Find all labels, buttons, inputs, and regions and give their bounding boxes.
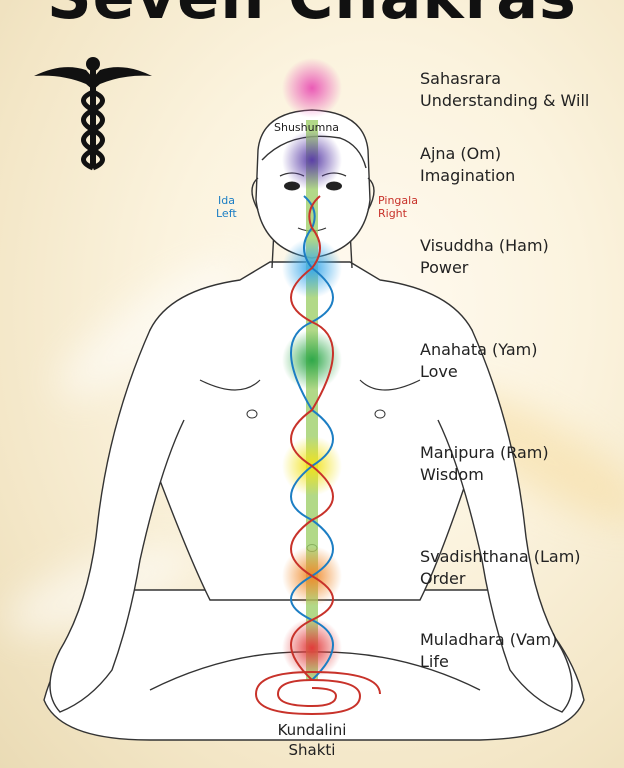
chakra-name: Ajna (Om) — [420, 144, 502, 163]
chakra-quality: Life — [420, 652, 449, 671]
chakra-name: Anahata (Yam) — [420, 340, 538, 359]
chakra-label: Svadishthana (Lam) Order — [420, 546, 581, 590]
chest-line — [199, 379, 421, 391]
kundalini-label: Kundalini Shakti — [0, 720, 624, 760]
ida-label: Ida — [218, 194, 235, 207]
chakra-name: Muladhara (Vam) — [420, 630, 558, 649]
chakra-label: Ajna (Om) Imagination — [420, 143, 515, 187]
chakra-name: Svadishthana (Lam) — [420, 547, 581, 566]
pingala-sub-label: Right — [378, 207, 407, 220]
chakra-label: Visuddha (Ham) Power — [420, 235, 549, 279]
chakra-anahata — [282, 330, 342, 390]
right-nipple — [374, 409, 386, 419]
chakra-quality: Order — [420, 569, 466, 588]
chakra-name: Sahasrara — [420, 69, 502, 88]
chakra-quality: Power — [420, 258, 469, 277]
chakra-quality: Imagination — [420, 166, 516, 185]
chakra-label: Sahasrara Understanding & Will — [420, 68, 589, 112]
chakra-quality: Understanding & Will — [420, 91, 590, 110]
ida-channel — [290, 195, 334, 681]
chakra-ajna — [282, 130, 342, 190]
kundalini-text: Kundalini — [277, 721, 347, 739]
shakti-text: Shakti — [288, 741, 336, 759]
pingala-channel — [290, 195, 334, 681]
kundalini-spiral — [254, 670, 381, 716]
chakra-sahasrara — [282, 58, 342, 118]
hair — [261, 135, 367, 169]
chakra-label: Anahata (Yam) Love — [420, 339, 537, 383]
chakra-label: Manipura (Ram) Wisdom — [420, 442, 549, 486]
chakra-name: Visuddha (Ham) — [420, 236, 549, 255]
chakra-name: Manipura (Ram) — [420, 443, 549, 462]
caduceus-icon — [34, 57, 152, 171]
left-nipple — [246, 409, 258, 419]
shushumna-label: Shushumna — [274, 121, 340, 134]
pingala-label: Pingala — [378, 194, 418, 207]
chakra-quality: Love — [420, 362, 458, 381]
ida-sub-label: Left — [216, 207, 237, 220]
page-title: Seven Chakras — [0, 0, 624, 33]
chakra-quality: Wisdom — [420, 465, 484, 484]
chakra-label: Muladhara (Vam) Life — [420, 629, 557, 673]
